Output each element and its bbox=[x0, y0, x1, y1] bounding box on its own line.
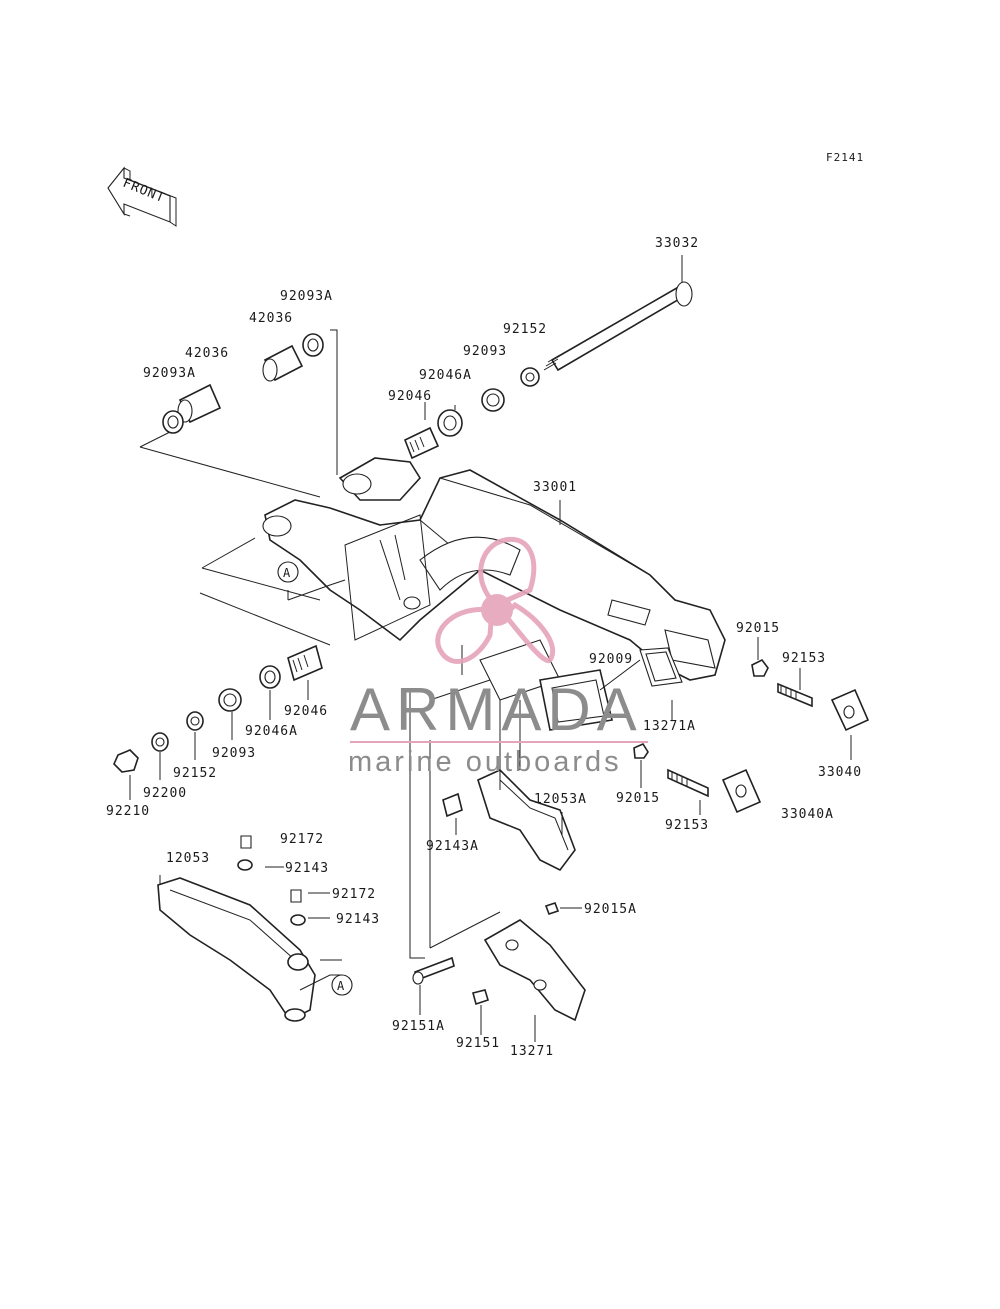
watermark-tagline: marine outboards bbox=[348, 746, 622, 778]
label-92046A-top: 92046A bbox=[419, 368, 472, 383]
label-13271A: 13271A bbox=[643, 719, 696, 734]
label-92152-top: 92152 bbox=[503, 322, 547, 337]
callout-a-upper-label: A bbox=[283, 566, 291, 580]
label-92152-low: 92152 bbox=[173, 766, 217, 781]
chain-adjusters bbox=[633, 647, 870, 814]
upper-bushings bbox=[162, 333, 540, 460]
label-92093-top: 92093 bbox=[463, 344, 507, 359]
label-12053A: 12053A bbox=[534, 792, 587, 807]
label-92093A-top: 92093A bbox=[280, 289, 333, 304]
callout-a-lower-label: A bbox=[337, 979, 345, 993]
label-92151: 92151 bbox=[456, 1036, 500, 1051]
front-arrow: FRONT bbox=[107, 166, 177, 227]
diagram-code: F2141 bbox=[826, 151, 864, 164]
watermark-brand: ARMADA bbox=[350, 676, 643, 743]
label-33001: 33001 bbox=[533, 480, 577, 495]
label-33032: 33032 bbox=[655, 236, 699, 251]
label-92143-b: 92143 bbox=[336, 912, 380, 927]
callout-a-lower: A bbox=[331, 974, 353, 996]
label-92151A: 92151A bbox=[392, 1019, 445, 1034]
propeller-logo bbox=[435, 536, 555, 664]
label-92172-a: 92172 bbox=[280, 832, 324, 847]
label-92210: 92210 bbox=[106, 804, 150, 819]
swingarm-body bbox=[262, 457, 726, 681]
label-33040: 33040 bbox=[818, 765, 862, 780]
label-92172-b: 92172 bbox=[332, 887, 376, 902]
pivot-axle bbox=[543, 255, 693, 372]
label-92200: 92200 bbox=[143, 786, 187, 801]
part-labels: 33032 92093A 42036 42036 92093A 92152 92… bbox=[106, 236, 862, 1059]
callout-a-upper: A bbox=[277, 561, 299, 583]
label-92009: 92009 bbox=[589, 652, 633, 667]
label-92143-a: 92143 bbox=[285, 861, 329, 876]
chain-guide-lower bbox=[412, 901, 586, 1022]
label-92143A: 92143A bbox=[426, 839, 479, 854]
lower-bushings bbox=[113, 644, 323, 773]
label-92015-mid: 92015 bbox=[616, 791, 660, 806]
label-92093-low: 92093 bbox=[212, 746, 256, 761]
label-42036-top: 42036 bbox=[249, 311, 293, 326]
label-92153-mid: 92153 bbox=[665, 818, 709, 833]
label-92046-top: 92046 bbox=[388, 389, 432, 404]
label-92046-low: 92046 bbox=[284, 704, 328, 719]
label-92093A-left: 92093A bbox=[143, 366, 196, 381]
label-92015A: 92015A bbox=[584, 902, 637, 917]
label-42036-left: 42036 bbox=[185, 346, 229, 361]
label-12053: 12053 bbox=[166, 851, 210, 866]
label-92153-right: 92153 bbox=[782, 651, 826, 666]
chain-slider-lower bbox=[157, 835, 316, 1022]
label-92046A-low: 92046A bbox=[245, 724, 298, 739]
label-92015-right: 92015 bbox=[736, 621, 780, 636]
label-33040A: 33040A bbox=[781, 807, 834, 822]
label-13271: 13271 bbox=[510, 1044, 554, 1059]
